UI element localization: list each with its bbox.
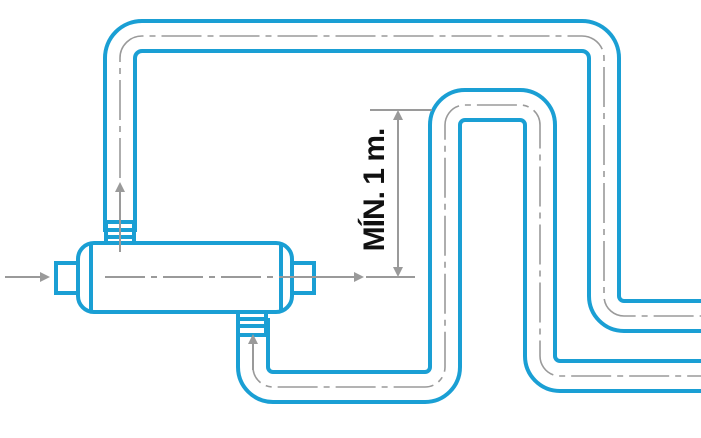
top-pipe (103, 19, 701, 333)
minimum-height-label: MÍN. 1 m. (358, 128, 391, 252)
bottom-pipe-loop (236, 88, 701, 404)
flow-arrows (5, 109, 432, 370)
bottom-nozzle (236, 309, 268, 337)
heat-exchanger (54, 220, 316, 337)
